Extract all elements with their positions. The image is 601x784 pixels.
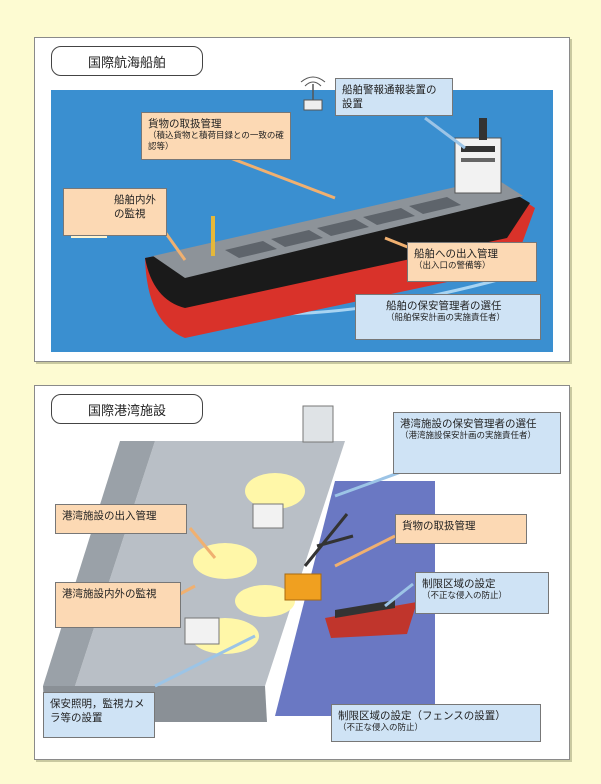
access-label: 船舶への出入管理 （出入口の警備等） [407,242,537,282]
office-building [252,503,284,529]
watch-label: 船舶内外の監視 [63,188,167,236]
port-watch-label: 港湾施設内外の監視 [55,582,181,628]
port-watch-text: 港湾施設内外の監視 [62,588,157,600]
fence-title: 制限区域の設定（フェンスの設置） [338,710,506,722]
alarm-device-icon [300,76,326,111]
port-panel-title: 国際港湾施設 [51,394,203,424]
ship-funnel [479,118,487,140]
alarm-label-text: 船舶警報通報装置の設置 [342,84,437,110]
port-access-text: 港湾施設の出入管理 [62,510,157,522]
container-stack [284,573,322,601]
watch-label-text: 船舶内外の監視 [114,194,156,220]
fence-label: 制限区域の設定（フェンスの設置） （不正な侵入の防止） [331,704,541,742]
restricted-sub: （不正な侵入の防止） [422,591,508,601]
access-label-title: 船舶への出入管理 [414,248,498,260]
moored-ship [325,602,417,638]
ship-officer-sub: （船舶保安計画の実施責任者） [386,313,506,323]
access-label-sub: （出入口の警備等） [414,261,491,271]
warehouse-building [184,617,220,645]
ship-hull-black [145,188,530,308]
lighting-label: 保安照明，監視カメラ等の設置 [43,692,155,738]
cargo-label-sub: （積込貨物と積荷目録との一致の確認等） [148,131,284,152]
ship-mast [211,216,215,256]
ship-panel: 国際航海船舶 船舶警報通報装置の設置 貨物の取扱管理 （積込貨物と積荷目録との一… [34,37,570,362]
alarm-label: 船舶警報通報装置の設置 [335,78,453,116]
restricted-title: 制限区域の設定 [422,578,496,590]
port-access-label: 港湾施設の出入管理 [55,504,187,534]
lighting-text: 保安照明，監視カメラ等の設置 [50,698,145,724]
port-cargo-label: 貨物の取扱管理 [395,514,527,544]
restricted-label: 制限区域の設定 （不正な侵入の防止） [415,572,549,614]
ship-panel-title: 国際航海船舶 [51,46,203,76]
cargo-label: 貨物の取扱管理 （積込貨物と積荷目録との一致の確認等） [141,112,291,160]
tower-building [302,405,334,443]
port-officer-label: 港湾施設の保安管理者の選任 （港湾施設保安計画の実施責任者） [393,412,561,474]
port-officer-sub: （港湾施設保安計画の実施責任者） [400,431,537,441]
crane [303,513,354,567]
ship-officer-title: 船舶の保安管理者の選任 [386,300,502,312]
fence-sub: （不正な侵入の防止） [338,723,424,733]
port-panel: 国際港湾施設 港湾施設の保安管理者の選任 （港湾施設保安計画の実施責任者） 港湾… [34,385,570,760]
cargo-label-title: 貨物の取扱管理 [148,118,222,130]
port-officer-title: 港湾施設の保安管理者の選任 [400,418,537,430]
ship-officer-label: 船舶の保安管理者の選任 （船舶保安計画の実施責任者） [355,294,541,340]
port-cargo-text: 貨物の取扱管理 [402,520,476,532]
